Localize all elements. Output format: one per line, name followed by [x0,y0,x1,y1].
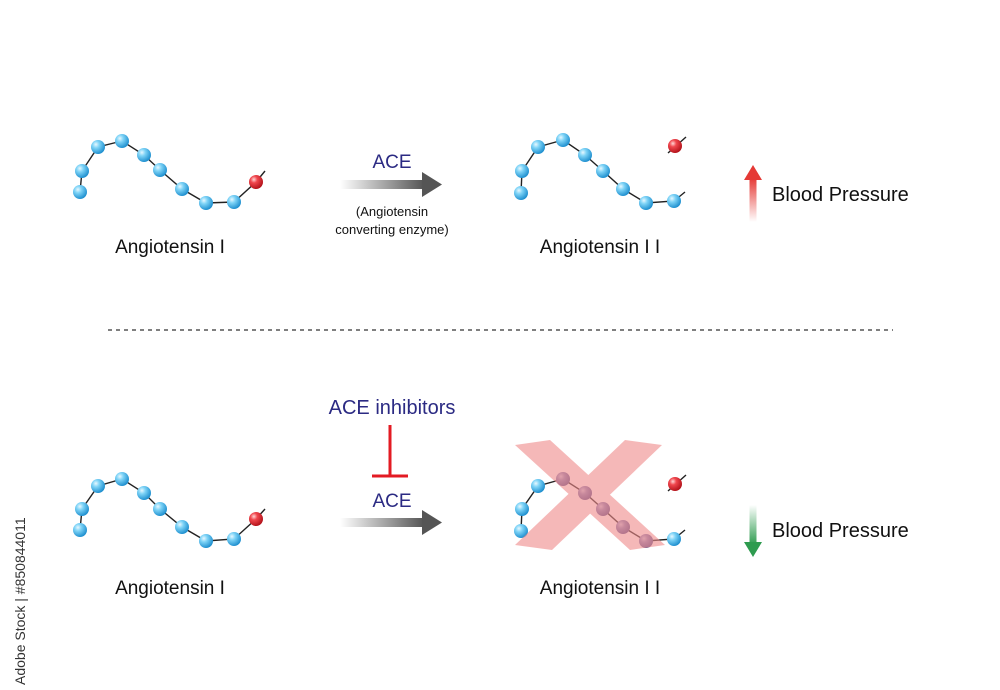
top-effect-label: Blood Pressure [772,184,909,206]
top-angiotensin-1-molecule [73,134,266,210]
bottom-effect-label: Blood Pressure [772,520,909,542]
down-arrow-icon [744,505,762,557]
bottom-enzyme-label: ACE [372,491,411,512]
top-enzyme-full-line2: converting enzyme) [335,222,448,237]
up-arrow-icon [744,165,762,222]
inhibition-bar-icon [372,425,408,478]
bottom-angiotensin-1-molecule [73,472,266,548]
top-reaction-arrow [340,172,442,197]
top-enzyme-label: ACE [372,152,411,173]
top-enzyme-full-line1: (Angiotensin [356,204,428,219]
top-left-label: Angiotensin I [115,237,225,258]
top-angiotensin-2-molecule [514,133,687,210]
stock-id-watermark: Adobe Stock | #850844011 [12,517,28,685]
bottom-reaction-arrow [340,510,442,535]
bottom-right-label: Angiotensin I I [540,578,660,599]
blocked-cross-icon [515,440,665,550]
top-right-label: Angiotensin I I [540,237,660,258]
inhibitor-label: ACE inhibitors [329,397,456,419]
bottom-left-label: Angiotensin I [115,578,225,599]
